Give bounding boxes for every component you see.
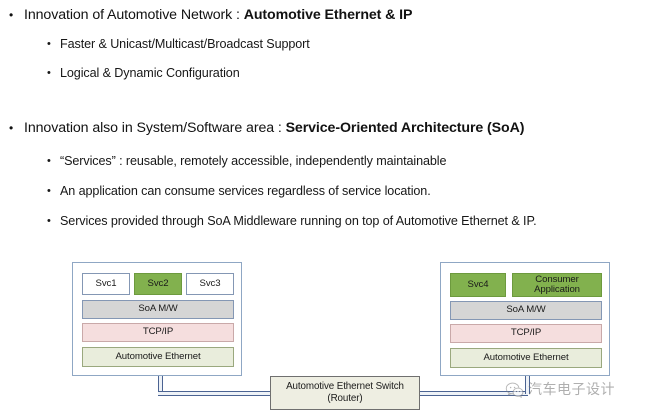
- bullet-text: An application can consume services rega…: [60, 184, 431, 198]
- bullet-marker-icon: •: [9, 8, 14, 22]
- connector-left-vertical: [158, 376, 163, 394]
- left-layer-automotive-ethernet: Automotive Ethernet: [82, 347, 234, 367]
- connector-left-horizontal: [158, 391, 272, 396]
- switch-label-line2: (Router): [327, 393, 363, 404]
- bullet-item-level2-5: • Services provided through SoA Middlewar…: [0, 214, 671, 228]
- bullet-text-emphasis: Automotive Ethernet & IP: [243, 7, 413, 23]
- service-box-svc3: Svc3: [186, 273, 234, 295]
- bullet-item-level2-4: • An application can consume services reg…: [0, 184, 671, 198]
- bullet-text-emphasis: Service-Oriented Architecture (SoA): [285, 120, 525, 136]
- consumer-application-line1: Consumer: [535, 273, 579, 285]
- bullet-marker-icon: •: [47, 67, 51, 79]
- bullet-marker-icon: •: [47, 215, 51, 227]
- connector-right-vertical: [525, 376, 530, 394]
- service-box-svc4: Svc4: [450, 273, 506, 297]
- bullet-text: “Services” : reusable, remotely accessib…: [60, 154, 447, 168]
- bullet-text: Faster & Unicast/Multicast/Broadcast Sup…: [60, 37, 310, 51]
- bullet-text: Innovation also in System/Software area …: [24, 120, 286, 136]
- bullet-text: Services provided through SoA Middleware…: [60, 214, 537, 228]
- watermark-text: 汽车电子设计: [528, 382, 615, 398]
- automotive-ethernet-switch-node: Automotive Ethernet Switch (Router): [270, 376, 420, 410]
- right-layer-soa-middleware: SoA M/W: [450, 301, 602, 320]
- consumer-application-line2: Application: [534, 284, 580, 295]
- right-layer-automotive-ethernet: Automotive Ethernet: [450, 348, 602, 368]
- switch-label-line1: Automotive Ethernet Switch: [286, 381, 404, 392]
- bullet-text: Logical & Dynamic Configuration: [60, 66, 240, 80]
- service-box-svc2: Svc2: [134, 273, 182, 295]
- left-ecu-node: Svc1 Svc2 Svc3 SoA M/W TCP/IP Automotive…: [72, 262, 242, 376]
- bullet-marker-icon: •: [47, 38, 51, 50]
- left-layer-tcpip: TCP/IP: [82, 323, 234, 342]
- consumer-application-box: Consumer Application: [512, 273, 602, 297]
- wechat-icon: [505, 382, 524, 398]
- bullet-item-level1-1: • Innovation of Automotive Network : Auto…: [0, 8, 671, 23]
- service-box-svc1: Svc1: [82, 273, 130, 295]
- right-ecu-node: Svc4 Consumer Application SoA M/W TCP/IP…: [440, 262, 610, 376]
- right-layer-tcpip: TCP/IP: [450, 324, 602, 343]
- bullet-marker-icon: •: [47, 185, 51, 197]
- bullet-item-level2-3: • “Services” : reusable, remotely accessi…: [0, 154, 671, 168]
- watermark: 汽车电子设计: [505, 381, 615, 400]
- bullet-item-level2-2: • Logical & Dynamic Configuration: [0, 66, 671, 80]
- bullet-text: Innovation of Automotive Network :: [24, 7, 244, 23]
- bullet-item-level1-2: • Innovation also in System/Software area…: [0, 121, 671, 136]
- connector-right-horizontal: [418, 391, 528, 396]
- bullet-marker-icon: •: [47, 155, 51, 167]
- bullet-item-level2-1: • Faster & Unicast/Multicast/Broadcast Su…: [0, 37, 671, 51]
- left-layer-soa-middleware: SoA M/W: [82, 300, 234, 319]
- bullet-marker-icon: •: [9, 121, 14, 135]
